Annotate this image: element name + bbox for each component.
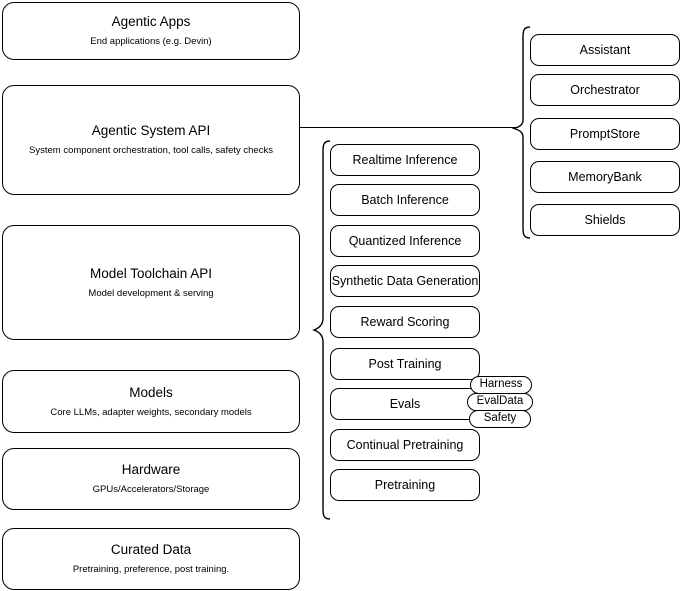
component-label: Assistant <box>579 42 631 57</box>
component-memorybank[interactable]: MemoryBank <box>530 161 680 193</box>
component-label: MemoryBank <box>568 169 642 184</box>
layer-subtitle: Pretraining, preference, post training. <box>72 564 230 575</box>
component-promptstore[interactable]: PromptStore <box>530 118 680 150</box>
component-realtime-inference[interactable]: Realtime Inference <box>330 144 480 176</box>
layer-title: Models <box>129 384 173 400</box>
brace-toolchain <box>312 140 331 520</box>
layer-subtitle: Model development & serving <box>88 287 214 299</box>
component-batch-inference[interactable]: Batch Inference <box>330 184 480 216</box>
evals-subcomponent-safety[interactable]: Safety <box>469 410 531 428</box>
layer-title: Hardware <box>121 462 181 478</box>
component-pretraining[interactable]: Pretraining <box>330 469 480 501</box>
layer-title: Curated Data <box>110 542 192 558</box>
component-label: Shields <box>584 212 626 227</box>
layer-subtitle: GPUs/Accelerators/Storage <box>92 484 210 495</box>
layer-curated-data[interactable]: Curated Data Pretraining, preference, po… <box>2 528 300 590</box>
layer-agentic-system-api[interactable]: Agentic System API System component orch… <box>2 85 300 195</box>
pill-label: Safety <box>483 412 517 425</box>
component-label: Quantized Inference <box>348 233 462 248</box>
component-reward-scoring[interactable]: Reward Scoring <box>330 306 480 338</box>
component-label: Continual Pretraining <box>346 437 464 452</box>
layer-title: Model Toolchain API <box>89 265 213 281</box>
layer-title: Agentic System API <box>91 123 211 139</box>
layer-agentic-apps[interactable]: Agentic Apps End applications (e.g. Devi… <box>2 2 300 60</box>
layer-subtitle: System component orchestration, tool cal… <box>29 145 273 156</box>
evals-subcomponent-harness[interactable]: Harness <box>470 376 532 394</box>
layer-hardware[interactable]: Hardware GPUs/Accelerators/Storage <box>2 448 300 510</box>
component-label: Batch Inference <box>361 192 449 207</box>
component-evals[interactable]: Evals <box>330 388 480 420</box>
brace-agentic <box>511 26 531 239</box>
component-label: Synthetic Data Generation <box>331 273 479 288</box>
layer-models[interactable]: Models Core LLMs, adapter weights, secon… <box>2 370 300 433</box>
layer-model-toolchain-api[interactable]: Model Toolchain API Model development & … <box>2 225 300 340</box>
evals-subcomponent-evaldata[interactable]: EvalData <box>467 393 533 411</box>
component-synthetic-data-generation[interactable]: Synthetic Data Generation <box>330 265 480 297</box>
pill-label: Harness <box>479 378 523 391</box>
component-label: PromptStore <box>569 126 641 141</box>
component-assistant[interactable]: Assistant <box>530 34 680 66</box>
component-label: Pretraining <box>374 477 436 492</box>
component-shields[interactable]: Shields <box>530 204 680 236</box>
pill-label: EvalData <box>476 395 524 408</box>
layer-subtitle: End applications (e.g. Devin) <box>90 36 212 47</box>
component-label: Evals <box>389 396 421 411</box>
component-label: Post Training <box>368 356 442 371</box>
component-post-training[interactable]: Post Training <box>330 348 480 380</box>
component-label: Realtime Inference <box>352 152 458 167</box>
component-quantized-inference[interactable]: Quantized Inference <box>330 225 480 257</box>
layer-subtitle: Core LLMs, adapter weights, secondary mo… <box>50 406 252 418</box>
connector-line-agentic <box>300 127 518 129</box>
component-continual-pretraining[interactable]: Continual Pretraining <box>330 429 480 461</box>
component-label: Orchestrator <box>570 82 640 97</box>
component-orchestrator[interactable]: Orchestrator <box>530 74 680 106</box>
component-label: Reward Scoring <box>360 314 450 329</box>
layer-title: Agentic Apps <box>111 14 191 30</box>
